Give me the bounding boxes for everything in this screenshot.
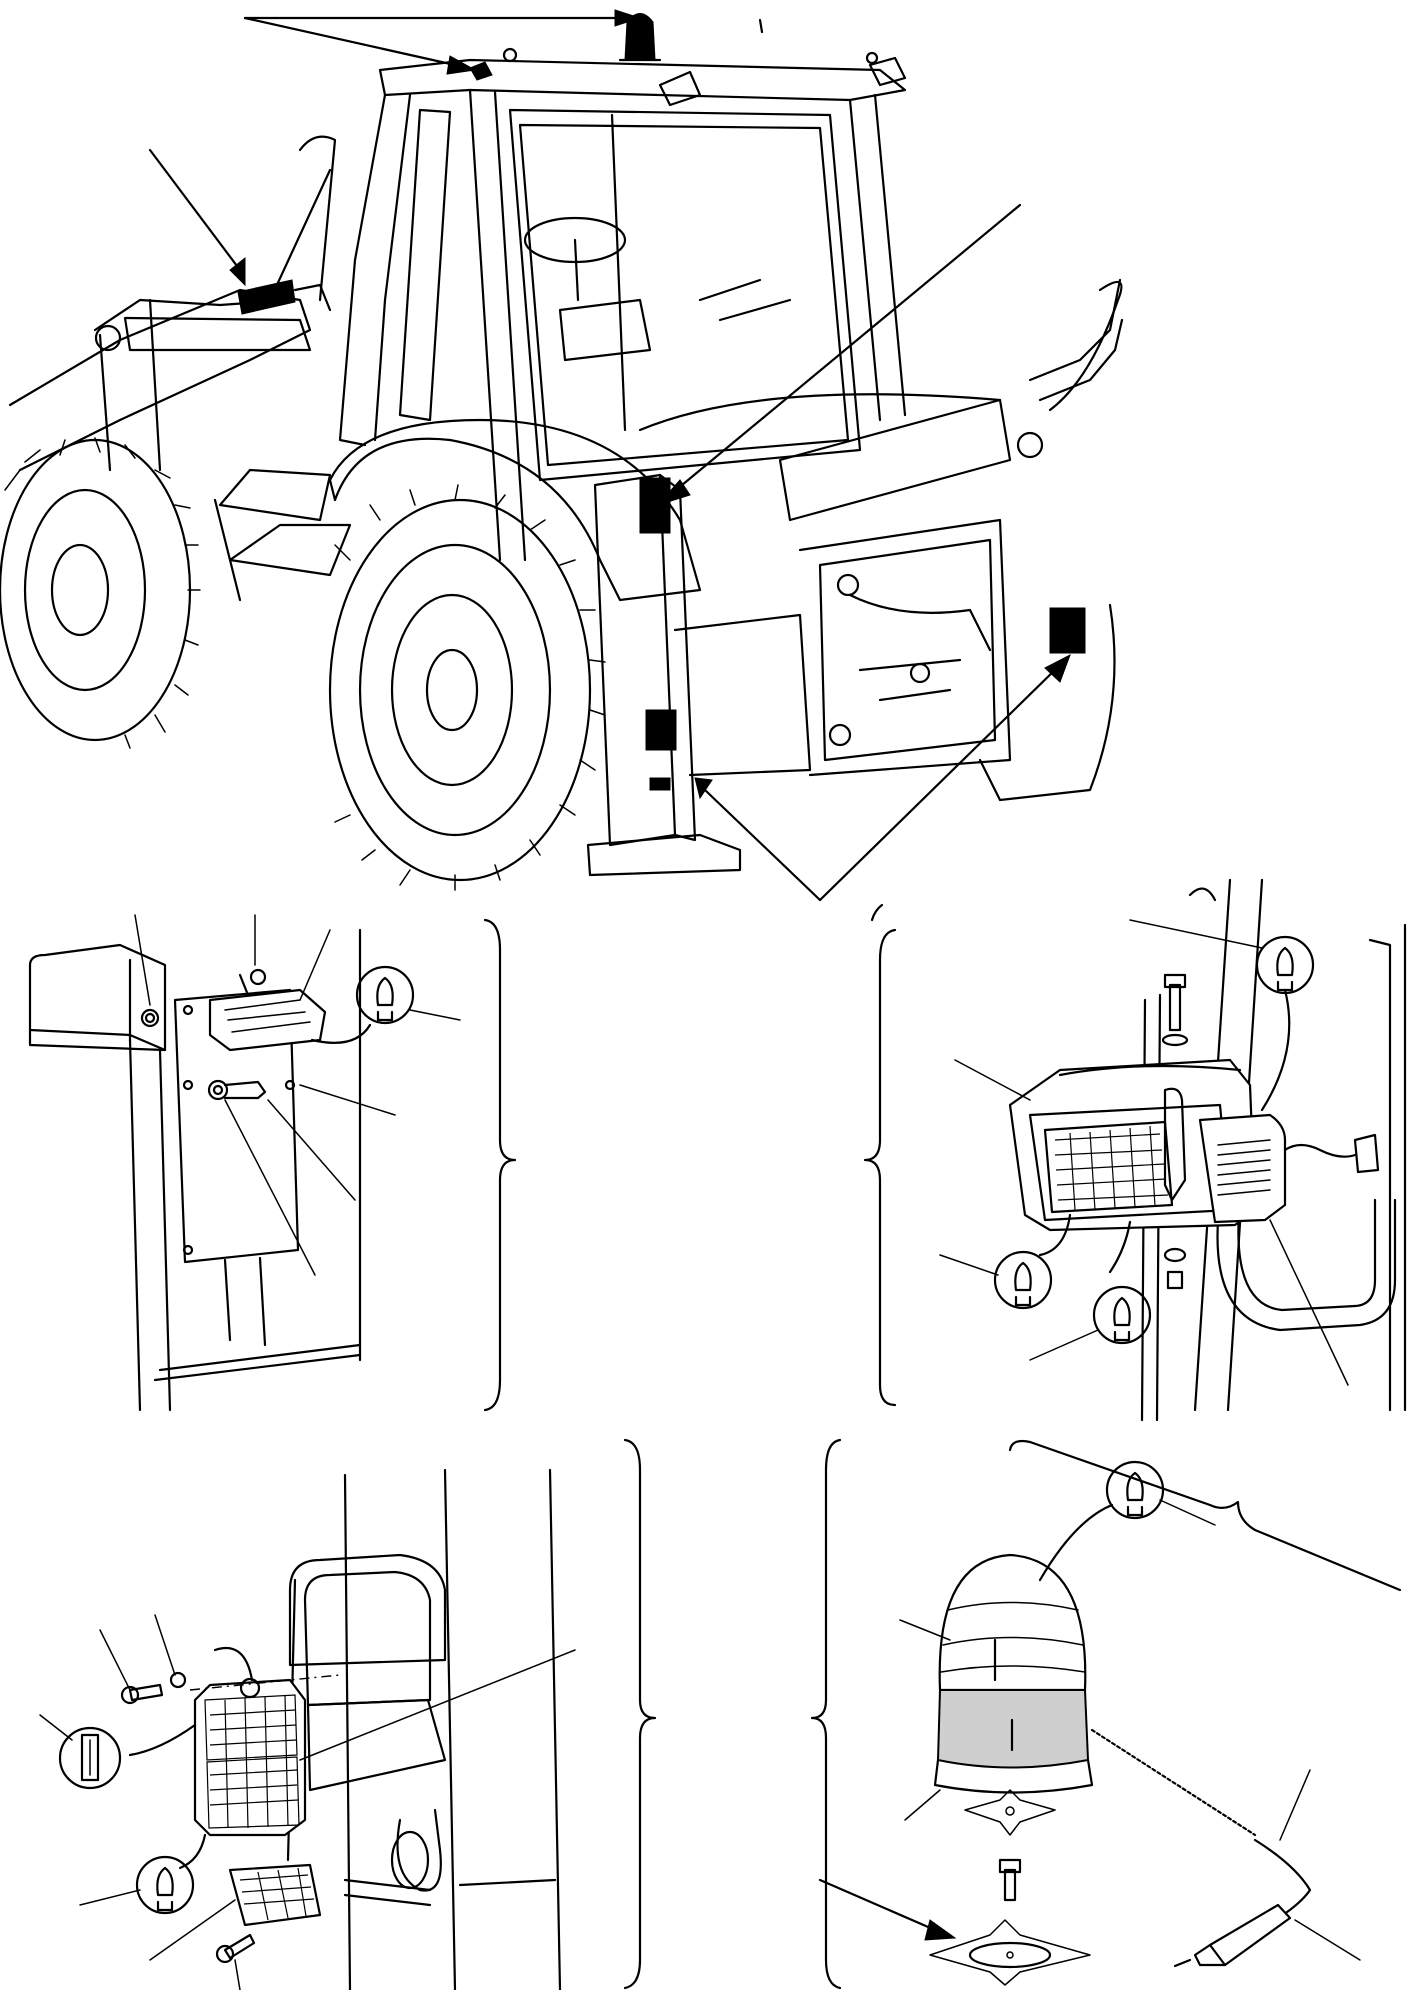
rotating-beacon-icon [935, 1555, 1092, 1793]
backhoe-boom [1018, 280, 1122, 457]
right-rear-light-marker [1050, 608, 1085, 653]
mirror-icon [238, 280, 295, 314]
bulb-icon [137, 1857, 193, 1913]
cab-roof-items [470, 14, 905, 106]
rear-fender [330, 420, 700, 600]
rear-light-column [588, 475, 1115, 875]
bulb-icon [1094, 1287, 1150, 1343]
fuse-icon [60, 1728, 120, 1788]
bulb-icon [1257, 937, 1313, 993]
panel-rear-light-mount [30, 915, 515, 1410]
left-rear-light-marker [646, 710, 676, 750]
panel-rear-combination-light [40, 1440, 655, 1990]
bulb-icon [357, 967, 413, 1023]
bulb-icon [995, 1252, 1051, 1308]
rear-tire [330, 485, 605, 890]
left-rear-work-light-marker [640, 478, 670, 533]
overview-arrows [150, 10, 1070, 900]
rear-light-icon [195, 1679, 305, 1835]
bulb-icon [1107, 1462, 1163, 1518]
cab [270, 60, 1010, 560]
backhoe-loader-overview [0, 10, 1122, 900]
panel-rotating-beacon [812, 1440, 1400, 1988]
front-tire [0, 438, 200, 748]
work-light-icon [1010, 1060, 1285, 1230]
panel-cab-work-light [865, 880, 1405, 1420]
side-mirror [238, 280, 330, 314]
loader-arm [10, 290, 350, 600]
